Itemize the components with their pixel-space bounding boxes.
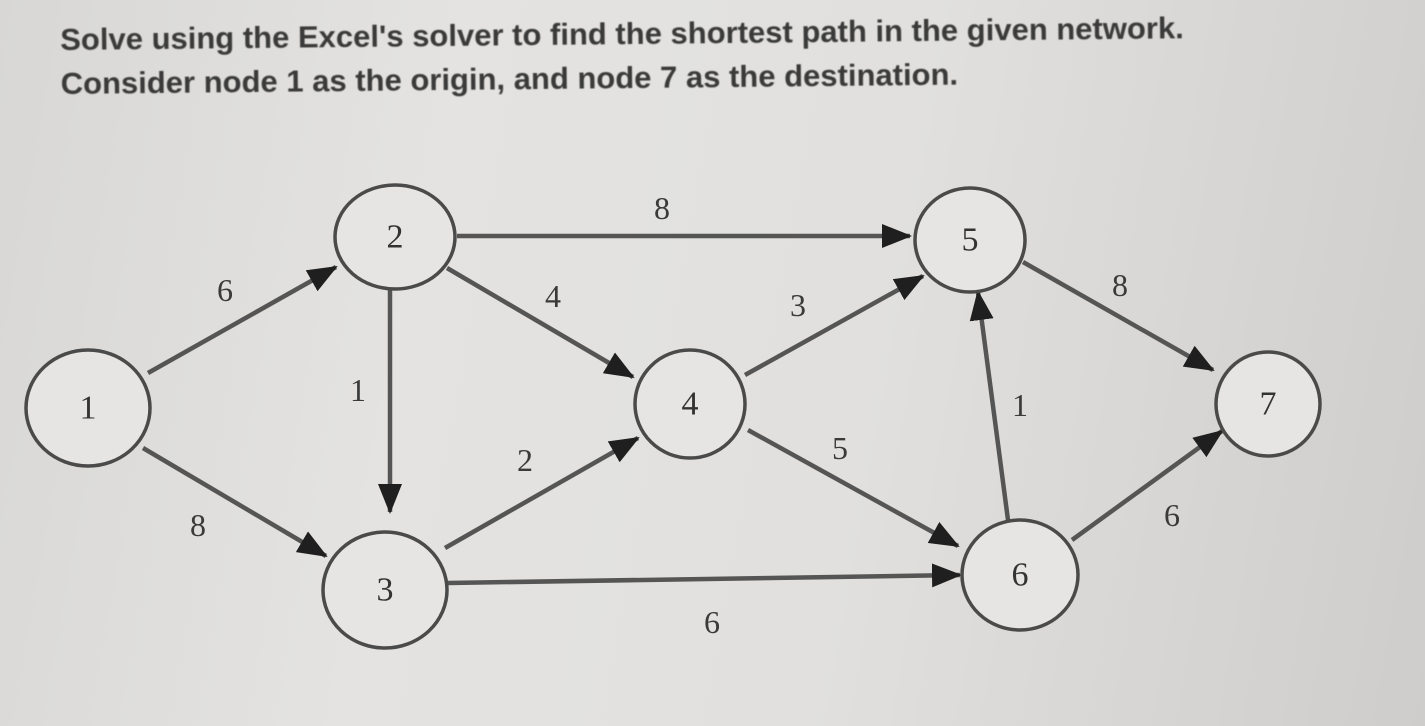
edge-3-4: 2 [443,436,640,550]
edge-1-3: 8 [141,446,328,558]
edge-2-4: 4 [445,266,635,379]
edge-weight-label: 3 [790,287,806,323]
node-label: 3 [377,572,394,609]
edge-arrow-line [746,428,960,548]
node-7: 7 [1214,350,1322,458]
edge-weight-label: 6 [217,272,233,308]
edge-5-7: 8 [1021,260,1215,372]
nodes-layer: 1 2 3 4 5 6 7 [24,183,1322,650]
edge-weight-label: 2 [517,442,533,478]
edge-3-6: 6 [447,563,962,640]
node-4: 4 [633,348,747,460]
edge-weight-label: 5 [832,430,848,466]
edge-arrow-line [447,563,962,588]
node-circle [1214,350,1322,458]
edge-arrow-line [445,266,635,379]
node-label: 1 [80,390,97,427]
node-circle [913,186,1027,294]
edge-6-7: 6 [1070,429,1224,542]
edge-weight-label: 8 [654,190,670,226]
edge-weight-label: 4 [545,278,561,314]
edge-weight-label: 1 [350,372,366,408]
edge-arrow-line [146,265,338,375]
edge-weight-label: 6 [1164,497,1180,533]
edge-arrow-line [443,436,640,550]
edge-arrow-line [969,290,1011,521]
node-label: 2 [387,219,404,256]
node-label: 7 [1260,386,1277,423]
node-label: 4 [682,386,699,423]
edge-weight-label: 1 [1012,387,1028,423]
node-6: 6 [960,518,1080,632]
node-2: 2 [333,183,457,291]
node-label: 5 [962,222,979,259]
edge-arrow-line [141,446,328,558]
edge-2-5: 8 [457,190,912,248]
edge-weight-label: 8 [1112,267,1128,303]
edge-arrow-line [1021,260,1215,372]
node-circle [321,530,449,650]
node-3: 3 [321,530,449,650]
edge-arrow-line [1070,429,1224,542]
node-5: 5 [913,186,1027,294]
node-1: 1 [24,348,152,468]
edge-arrow-line [743,274,925,377]
node-circle [960,518,1080,632]
edge-weight-label: 6 [704,604,720,640]
edge-1-2: 6 [146,265,338,375]
edge-6-5: 1 [969,290,1028,521]
node-label: 6 [1012,557,1029,594]
edge-weight-label: 8 [190,507,206,543]
node-circle [333,183,457,291]
edge-2-3: 1 [350,290,402,514]
edge-4-6: 5 [746,428,960,548]
node-circle [24,348,152,468]
edge-4-5: 3 [743,274,925,377]
node-circle [633,348,747,460]
